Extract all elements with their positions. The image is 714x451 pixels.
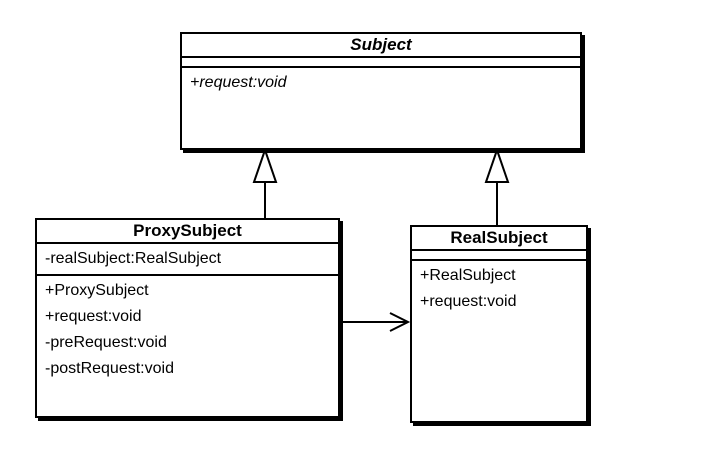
class-subject-operations: +request:void [182, 68, 580, 98]
attribute-row: -realSubject:RealSubject [45, 250, 222, 267]
class-proxy-subject-operations: +ProxySubject +request:void -preRequest:… [37, 276, 338, 384]
real-generalization-arrowhead [484, 146, 510, 183]
class-proxy-subject-name: ProxySubject [37, 220, 338, 244]
association-arrowhead [389, 312, 411, 332]
operation-row: +RealSubject [420, 267, 516, 284]
operation-row: +request:void [420, 293, 517, 310]
class-real-subject[interactable]: RealSubject +RealSubject +request:void [410, 225, 588, 423]
operation-row: +request:void [190, 74, 287, 91]
class-subject-attributes [182, 58, 580, 68]
proxy-generalization-arrowhead [252, 146, 278, 183]
class-real-subject-name: RealSubject [412, 227, 586, 251]
class-real-subject-operations: +RealSubject +request:void [412, 261, 586, 317]
class-subject[interactable]: Subject +request:void [180, 32, 582, 150]
operation-row: +ProxySubject [45, 282, 149, 299]
class-subject-name: Subject [182, 34, 580, 58]
class-real-subject-attributes [412, 251, 586, 261]
operation-row: +request:void [45, 308, 142, 325]
class-proxy-subject[interactable]: ProxySubject -realSubject:RealSubject +P… [35, 218, 340, 418]
class-proxy-subject-attributes: -realSubject:RealSubject [37, 244, 338, 276]
operation-row: -postRequest:void [45, 360, 174, 377]
operation-row: -preRequest:void [45, 334, 167, 351]
